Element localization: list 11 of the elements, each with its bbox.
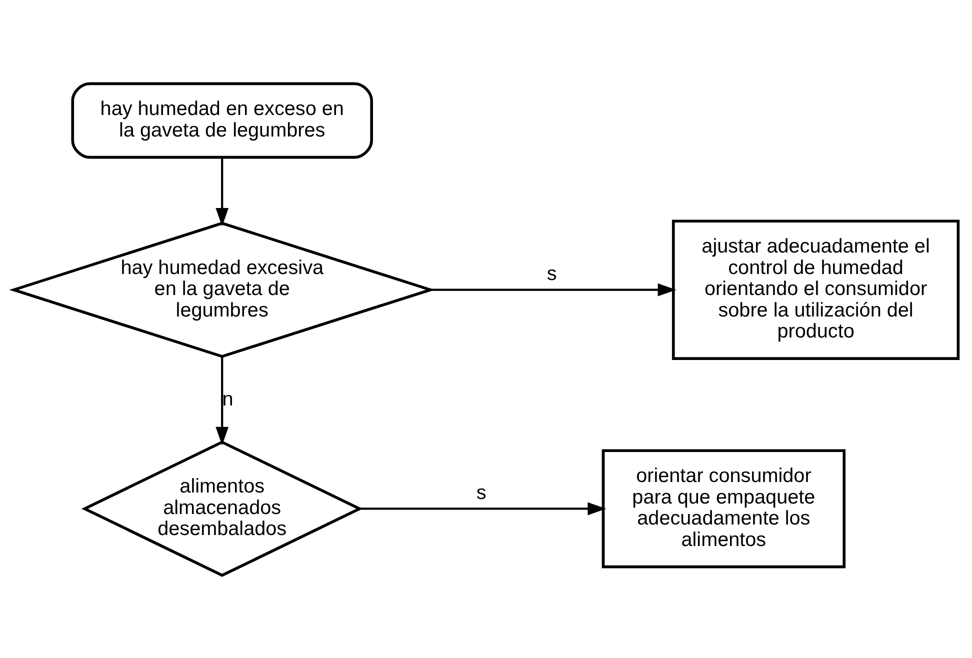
arrow — [430, 282, 676, 296]
edge-label: s — [476, 482, 486, 504]
arrow — [216, 157, 229, 226]
node-box: ajustar adecuadamente el control de humedad orientando el consumidor sobre la utilización del producto — [672, 219, 960, 360]
arrow — [360, 502, 606, 515]
arrow — [216, 356, 229, 445]
node-diamond: alimentos almacenados desembalados — [81, 440, 363, 576]
edge-label: n — [222, 388, 234, 410]
edge-label: s — [546, 262, 557, 285]
node-box: hay humedad en exceso en la gaveta de legumbres — [71, 82, 373, 158]
node-box: orientar consumidor para que empaquete adecuadamente los alimentos — [602, 448, 846, 568]
